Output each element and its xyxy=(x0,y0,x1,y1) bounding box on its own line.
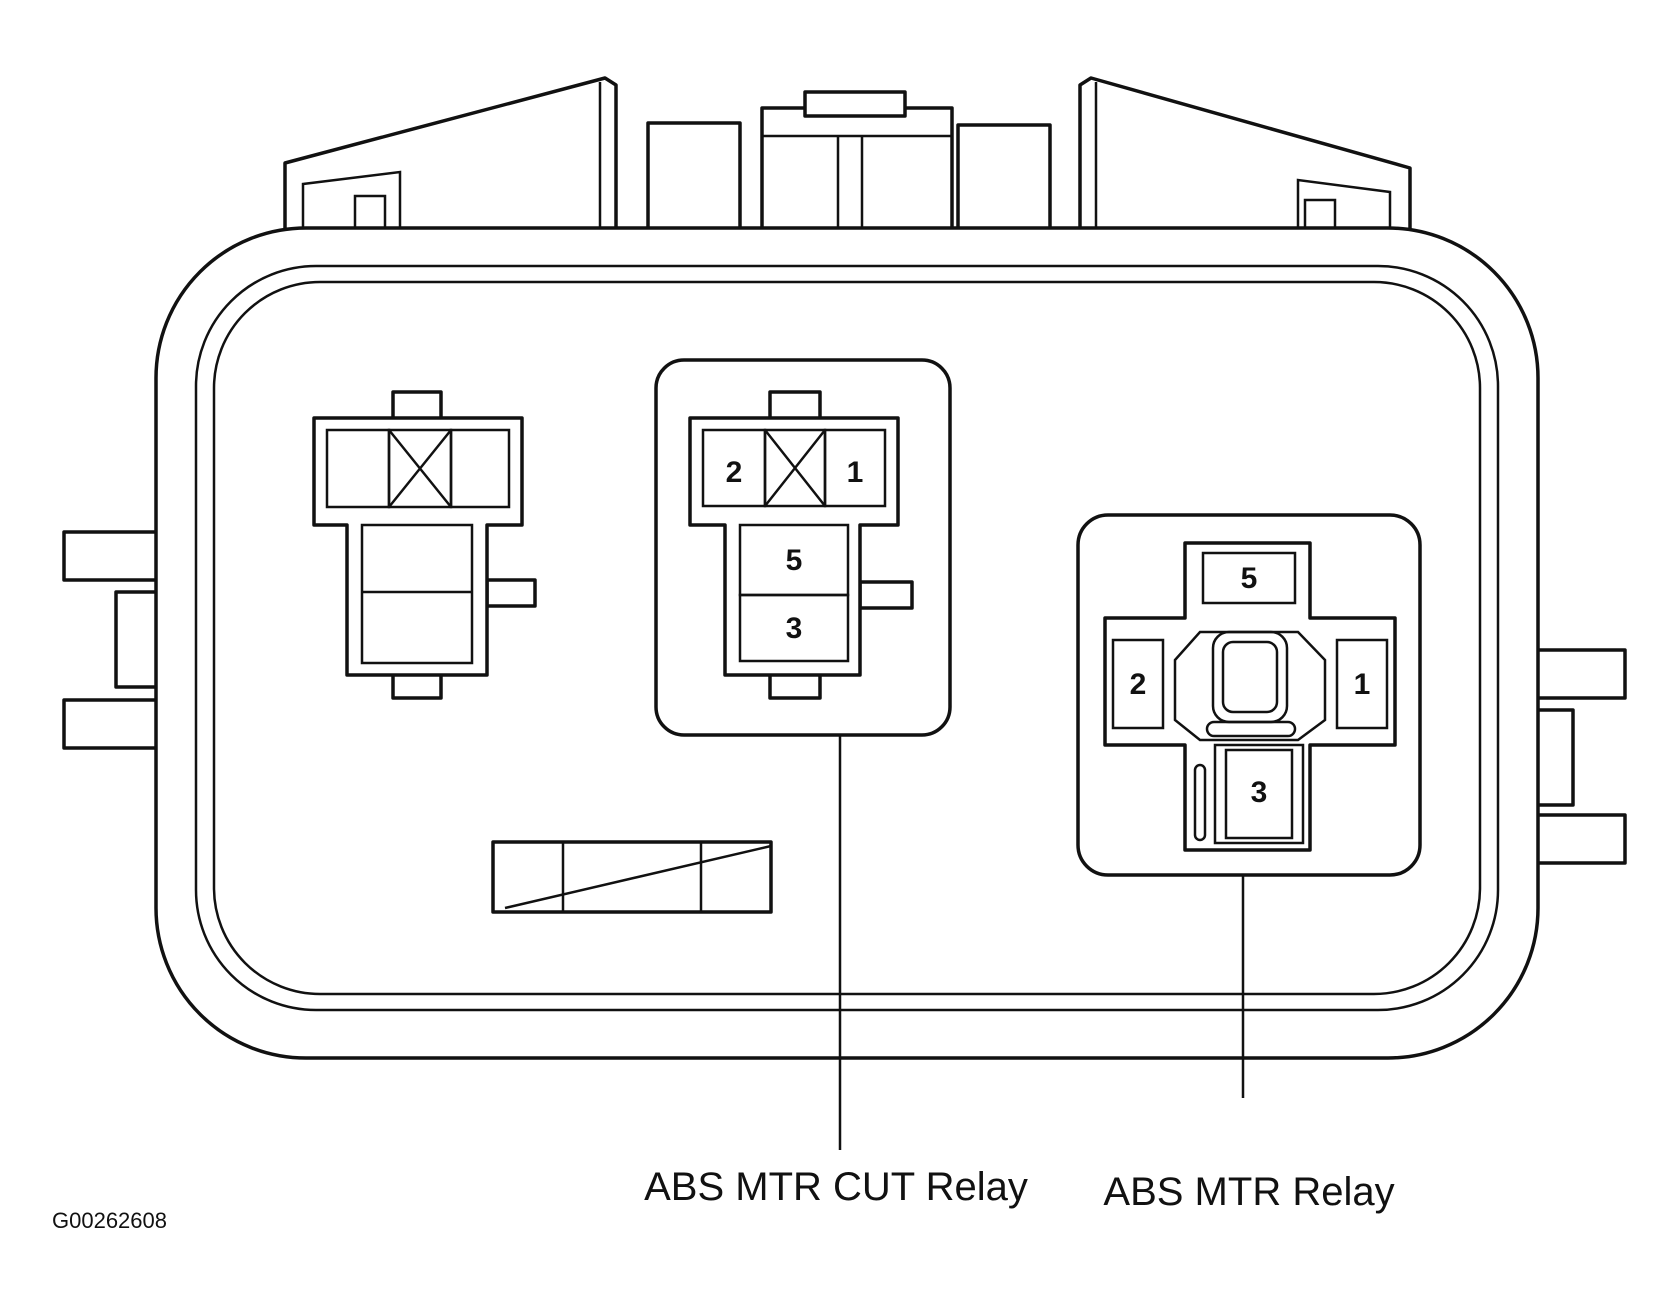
abs-mtr-cut-relay-socket: 2 1 5 3 xyxy=(654,358,952,737)
mtr-relay-pin-5: 5 xyxy=(1241,562,1258,595)
housing-left-tabs xyxy=(62,530,166,750)
mtr-relay-label: ABS MTR Relay xyxy=(1103,1170,1394,1214)
housing-top-features xyxy=(283,76,1412,232)
mtr-relay-pin-3: 3 xyxy=(1251,776,1268,809)
abs-mtr-relay-socket: 5 2 1 3 xyxy=(1076,513,1422,877)
cut-relay-pin-3: 3 xyxy=(786,612,803,645)
mtr-relay-pin-2: 2 xyxy=(1130,668,1147,701)
fuse-slot xyxy=(491,840,773,914)
unlabeled-relay-socket xyxy=(312,390,537,700)
mtr-relay-pin-1: 1 xyxy=(1354,668,1371,701)
cut-relay-pin-2: 2 xyxy=(726,456,743,489)
housing-right-tabs xyxy=(1523,648,1627,865)
figure-id: G00262608 xyxy=(52,1208,167,1233)
cut-relay-pin-1: 1 xyxy=(847,456,864,489)
cut-relay-pin-5: 5 xyxy=(786,544,803,577)
cut-relay-label: ABS MTR CUT Relay xyxy=(644,1165,1028,1209)
